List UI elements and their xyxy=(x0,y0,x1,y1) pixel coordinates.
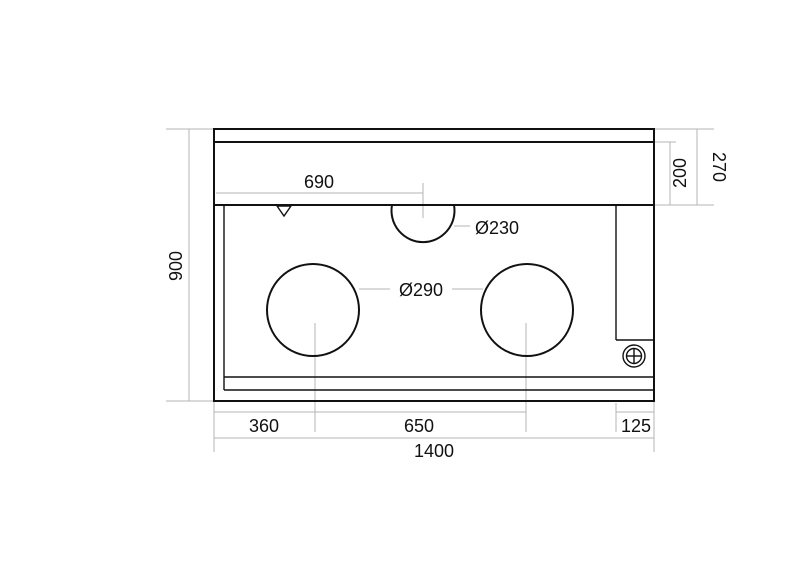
dimension-top-offset-outer: 270 xyxy=(709,152,729,182)
dimension-top-offset-inner: 200 xyxy=(670,158,690,188)
small-hole xyxy=(390,204,456,244)
dimension-overall-width: 1400 xyxy=(414,441,454,461)
dimension-overall-height: 900 xyxy=(166,251,186,281)
dimension-hole-spacing: 650 xyxy=(404,416,434,436)
large-hole-right xyxy=(480,263,574,357)
triangle-marker-icon xyxy=(275,205,293,218)
large-hole-left xyxy=(266,263,360,357)
dimension-right-margin: 125 xyxy=(621,416,651,436)
large-hole-diameter: Ø290 xyxy=(399,280,443,300)
small-hole-diameter: Ø230 xyxy=(475,218,519,238)
dimension-small-hole-position: 690 xyxy=(304,172,334,192)
earth-terminal-icon xyxy=(622,344,646,368)
dimension-left-hole-position: 360 xyxy=(249,416,279,436)
plate-outline xyxy=(213,128,655,402)
